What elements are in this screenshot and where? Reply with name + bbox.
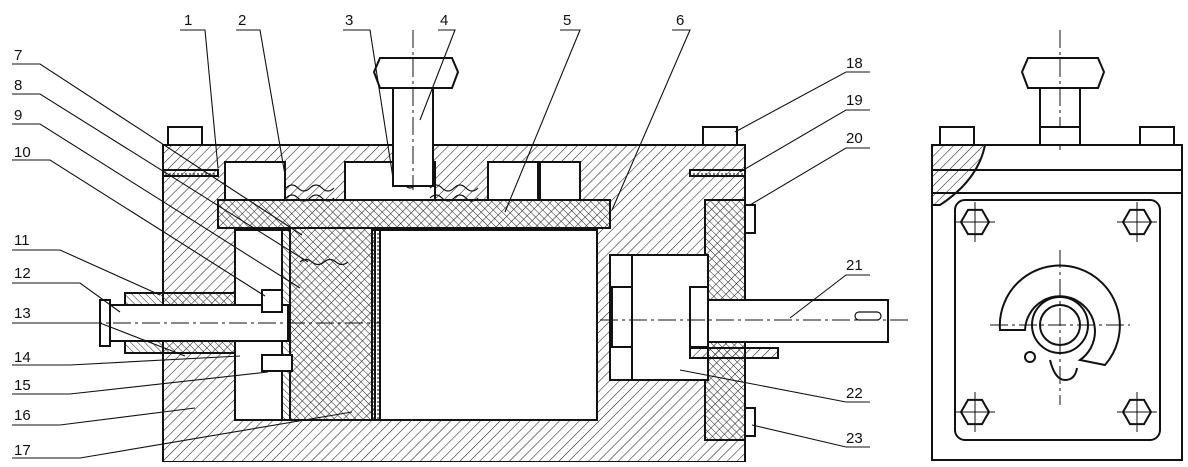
part-label: 9 [14,107,22,124]
screw-right-top [702,126,738,146]
part-label: 7 [14,47,22,64]
flange-key-right [689,286,709,348]
lube-fitting [689,347,779,359]
leader-line [343,29,394,179]
side-bolt-head [1020,57,1106,89]
side-corner-section [931,144,987,206]
leader-line [419,29,456,121]
part-label: 3 [345,12,353,29]
pressure-plate [217,199,611,229]
gasket-top [162,169,219,177]
leader-line [789,274,870,319]
part-label: 13 [14,305,31,322]
leader-line [180,29,219,169]
side-view [931,30,1183,461]
part-label: 15 [14,377,31,394]
part-label: 11 [14,232,30,249]
spring-cavity-4 [539,161,581,201]
part-label: 20 [846,130,863,147]
screw-right-lower [744,407,756,437]
retaining-clip [1049,359,1078,382]
part-label: 8 [14,77,22,94]
side-liner [371,229,381,421]
leader-line [12,371,269,395]
leader-lines [12,29,870,459]
section-view [55,30,908,463]
part-label: 22 [846,385,863,402]
leader-line [12,159,266,297]
gasket-top-right [689,169,746,177]
leader-line [611,29,691,211]
leader-line [12,411,353,459]
cover-nuts [955,202,1157,432]
part-label: 4 [440,12,448,29]
leader-line [236,29,286,176]
part-label: 23 [846,430,863,447]
screw-left-top [167,126,203,146]
part-label: 1 [184,12,192,29]
leader-line [679,369,870,403]
bolt-head-top [372,57,460,89]
leader-line [749,147,870,206]
leader-line [12,93,309,263]
part-label: 17 [14,442,31,459]
shaft-right [707,299,889,343]
part-label: 12 [14,265,31,282]
shaft-keyway [854,311,882,321]
leader-line [12,63,303,236]
spring-cavity-1 [224,161,286,201]
collar-top [261,289,283,313]
slide-block [281,227,373,421]
leader-line [12,123,301,289]
part-label: 16 [14,407,31,424]
spring-cavity-3 [487,161,539,201]
leader-line [504,29,581,213]
part-label: 14 [14,349,31,366]
leader-line [12,249,161,296]
screw-right-upper [744,204,756,234]
side-screw-2 [1039,126,1081,146]
part-label: 6 [676,12,684,29]
collar-bottom [261,354,293,372]
part-label: 21 [846,257,863,274]
part-label: 5 [563,12,571,29]
leader-line [12,407,196,426]
leader-line [12,355,241,366]
grease-point [1024,351,1036,363]
part-label: 2 [238,12,246,29]
part-label: 10 [14,144,31,161]
part-label: 19 [846,92,863,109]
leader-line [739,109,870,173]
part-label: 18 [846,55,863,72]
leader-line [734,71,870,133]
part-labels: 1 2 3 4 5 6 7 8 9 10 11 12 13 14 15 16 1… [14,12,863,459]
leader-line [12,282,121,313]
leader-line [751,424,870,448]
side-screw-3 [1139,126,1175,146]
flange-key-left [611,286,633,348]
leader-line [12,322,186,357]
side-screw-1 [939,126,975,146]
